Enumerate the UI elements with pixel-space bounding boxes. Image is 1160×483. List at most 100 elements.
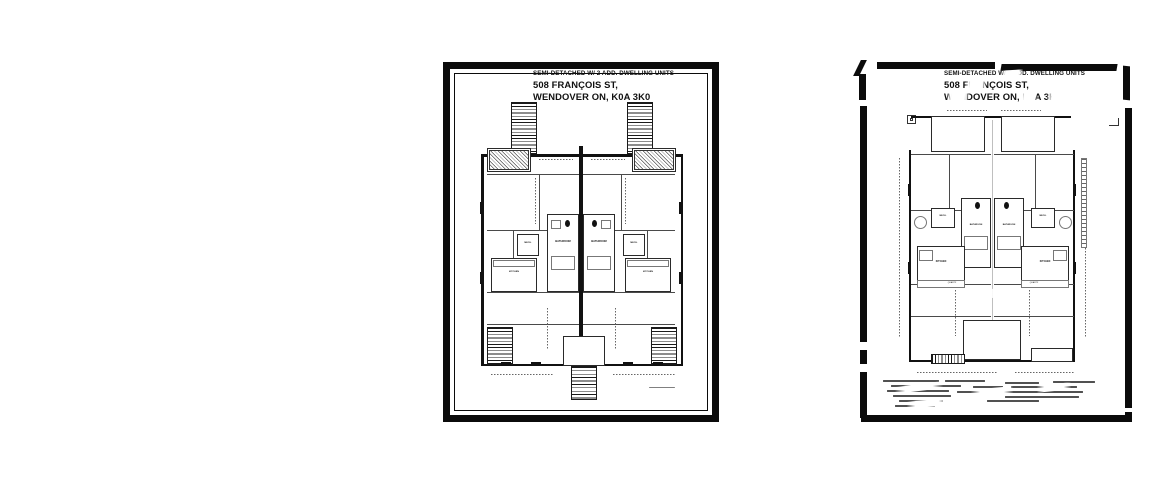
floor-plan-drawing-original[interactable]: SEMI-DETACHED W/ 2 ADD. DWELLING UNITS 5… <box>443 62 719 422</box>
floor-plan-drawing-edited[interactable]: SEMI-DETACHED W/ 2 ADD. DWELLING UNITS 5… <box>851 58 1135 422</box>
title-line-1: SEMI-DETACHED W/ 2 ADD. DWELLING UNITS <box>533 70 674 77</box>
plan-geometry-edited: BATHROOM BATHROOM MECH. MECH. KITCHEN KI… <box>851 58 1135 422</box>
bathtub-left-edited <box>964 236 988 250</box>
partition-e-left-c <box>949 154 951 210</box>
window-right-1 <box>679 202 682 214</box>
dimension-string-bottom-right <box>613 374 675 375</box>
corner-reference-mark-right <box>1109 118 1119 126</box>
partition-e-right-a <box>994 154 1074 156</box>
toilet-left-edited <box>975 202 980 209</box>
window-right-2 <box>679 272 682 284</box>
dimension-string-bottom-left-edited <box>917 372 997 373</box>
appliance-range-left <box>919 250 933 261</box>
interior-stair-right <box>651 327 677 365</box>
drawing-border-solid <box>443 62 719 422</box>
appliance-range-right <box>1053 250 1067 261</box>
partition-left-f <box>487 324 579 326</box>
front-porch <box>563 336 605 366</box>
room-label-bathroom-right-edited: BATHROOM <box>1002 224 1016 226</box>
partition-left-c <box>539 174 541 230</box>
border-left-seg-3 <box>860 350 867 364</box>
exterior-stair-right <box>627 102 653 154</box>
mech-room-left <box>517 234 539 256</box>
title-line-3-edited: WENDOVER ON, K0A 3K0 <box>944 90 1062 102</box>
plan-geometry: BATHROOM BATHROOM MECH. MECH. KITCHEN KI… <box>443 62 719 422</box>
wall-exterior-right <box>680 154 683 366</box>
partition-right-d <box>583 292 675 294</box>
dimension-string-inner-left <box>955 290 956 336</box>
bathtub-left <box>551 256 575 270</box>
interior-stair-left <box>487 327 513 365</box>
window-left-2 <box>480 272 483 284</box>
bathroom-core-left-edited <box>961 198 991 268</box>
erase-patch-plan-2 <box>910 332 946 344</box>
front-porch-stair <box>571 366 597 400</box>
vanity-left <box>551 220 561 229</box>
upper-wing-left <box>931 116 985 152</box>
partition-left-b <box>487 230 579 232</box>
counter-label-quartz-right: QUARTZ <box>1029 282 1039 284</box>
dimension-string-right-vertical <box>625 178 626 224</box>
wall-exterior-bottom-edited <box>909 360 1075 362</box>
border-bottom-seg-1 <box>861 415 1127 422</box>
dimension-string-left-vertical <box>535 178 536 224</box>
mech-room-right-edited <box>1031 208 1055 228</box>
counter-left <box>493 260 535 267</box>
border-left-seg-2 <box>860 106 867 342</box>
mech-room-left-edited <box>931 208 955 228</box>
dimension-string-top-left <box>539 159 573 160</box>
wall-exterior-left <box>481 154 484 366</box>
party-wall-center-removed <box>992 120 994 360</box>
rear-stair-edited <box>931 354 965 364</box>
room-label-bathroom-left: BATHROOM <box>555 240 571 243</box>
rear-porch-edited <box>963 320 1021 360</box>
partition-right-f <box>583 324 675 326</box>
room-label-mech-right-edited: MECH. <box>1039 215 1047 217</box>
exterior-stair-left <box>511 102 537 154</box>
room-label-mech-left-edited: MECH. <box>939 215 947 217</box>
title-line-3: WENDOVER ON, K0A 3K0 <box>533 90 651 102</box>
border-top-seg-2 <box>877 62 995 69</box>
partition-e-left-f <box>911 316 991 318</box>
drawing-border-broken <box>851 58 1135 422</box>
dimension-string-bottom-right-edited <box>1015 372 1075 373</box>
room-label-bathroom-right: BATHROOM <box>591 240 607 243</box>
party-wall-center <box>579 146 583 371</box>
window-bottom-3 <box>623 362 633 365</box>
room-label-kitchen-right-edited: KITCHEN <box>1039 261 1051 263</box>
partition-e-right-c <box>1035 154 1037 210</box>
sheet-annotation-bottom <box>649 387 675 389</box>
appliance-sink-left <box>914 216 927 229</box>
mech-room-right <box>623 234 645 256</box>
window-right-1-edited <box>1073 184 1076 196</box>
corner-reference-mark-left <box>907 115 916 124</box>
appliance-sink-right <box>1059 216 1072 229</box>
window-bottom-1 <box>501 362 511 365</box>
partition-left-a <box>487 174 579 176</box>
dimension-string-outer-right <box>1085 158 1086 338</box>
dimension-ladder-right <box>1081 158 1087 248</box>
border-left-seg-1 <box>859 74 866 100</box>
toilet-right-edited <box>1004 202 1009 209</box>
partition-e-left-a <box>911 154 991 156</box>
border-left-seg-4 <box>860 372 867 418</box>
room-label-kitchen-left: KITCHEN <box>508 271 520 273</box>
vanity-right <box>601 220 611 229</box>
title-line-2-edited: 508 FRANÇOIS ST, <box>944 78 1029 90</box>
upper-wing-right <box>1001 116 1055 152</box>
window-left-1-edited <box>908 184 911 196</box>
dimension-string-bottom-left <box>491 374 553 375</box>
toilet-left <box>565 220 570 227</box>
partition-e-right-f <box>994 316 1074 318</box>
title-block: SEMI-DETACHED W/ 2 ADD. DWELLING UNITS 5… <box>533 70 674 102</box>
window-bottom-2 <box>531 362 541 365</box>
dimension-string-top-right <box>591 159 625 160</box>
border-right-seg-3 <box>1125 412 1132 422</box>
wall-exterior-top-edited <box>911 116 1071 118</box>
room-label-kitchen-right: KITCHEN <box>642 271 654 273</box>
bathroom-core-right-edited <box>994 198 1024 268</box>
rear-appendage <box>1031 348 1073 362</box>
dimension-string-outer-left <box>899 158 900 338</box>
drawing-inner-rule <box>454 73 708 411</box>
